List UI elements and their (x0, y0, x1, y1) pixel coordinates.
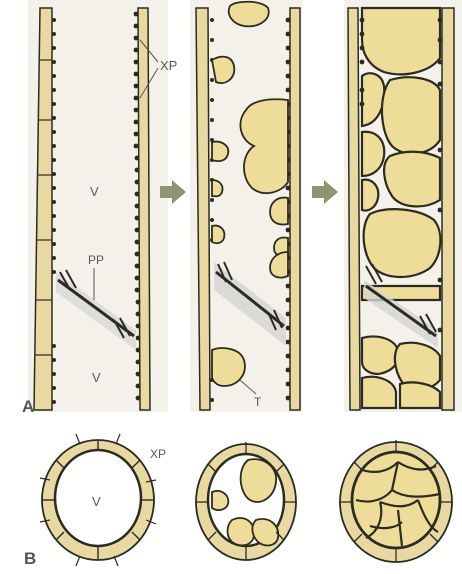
tylose (229, 2, 269, 27)
progression-arrow-2 (312, 180, 338, 204)
cross-section-3 (340, 440, 452, 562)
label-t: T (254, 395, 262, 409)
tylose (241, 459, 277, 502)
tylose (212, 142, 228, 161)
tylose (362, 8, 440, 74)
label-xp-bottom: XP (150, 447, 166, 461)
tylose (364, 209, 441, 277)
label-v-upper: V (90, 184, 99, 199)
panel-label-b: B (24, 549, 36, 568)
label-v-lower: V (92, 370, 101, 385)
panel-label-a: A (22, 397, 34, 416)
tylose (212, 491, 228, 510)
tylose (270, 198, 288, 225)
cross-section-2 (196, 442, 296, 560)
tylose (212, 226, 224, 244)
tylose (228, 518, 255, 545)
label-xp-top: XP (160, 58, 177, 73)
label-pp: PP (88, 253, 104, 267)
tylose (362, 337, 399, 375)
label-v-ring: V (92, 494, 101, 509)
tylose (384, 152, 440, 207)
tylose (212, 57, 234, 83)
tylose (382, 77, 440, 153)
